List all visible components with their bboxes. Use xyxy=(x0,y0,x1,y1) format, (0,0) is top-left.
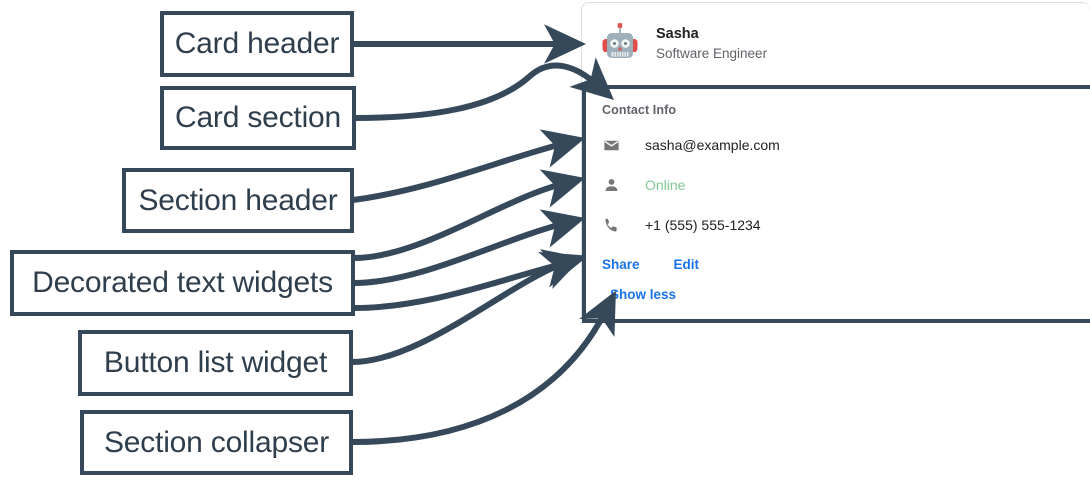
card-section: Contact Info sasha@example.com xyxy=(582,87,1090,322)
decorated-text-value: +1 (555) 555-1234 xyxy=(645,217,761,233)
card-header-text: Sasha Software Engineer xyxy=(656,25,768,62)
section-collapser: Show less xyxy=(582,286,1090,308)
annotation-decorated-text-widgets: Decorated text widgets xyxy=(10,250,355,316)
share-button[interactable]: Share xyxy=(602,256,640,272)
edit-button[interactable]: Edit xyxy=(673,256,700,272)
arrow-button-list xyxy=(351,252,585,365)
annotation-section-header: Section header xyxy=(122,168,354,233)
arrow-section-collapser xyxy=(351,290,616,445)
decorated-text-widget-phone: +1 (555) 555-1234 xyxy=(582,213,1090,237)
person-icon xyxy=(602,176,624,195)
show-less-button[interactable]: Show less xyxy=(610,287,677,302)
arrow-decorated-text-1 xyxy=(353,169,586,261)
card-header-title: Sasha xyxy=(656,25,699,42)
annotation-card-header: Card header xyxy=(160,11,354,77)
section-header: Contact Info xyxy=(602,103,677,117)
annotation-label: Section header xyxy=(138,183,338,217)
annotation-label: Card header xyxy=(174,27,340,60)
arrow-decorated-text-3 xyxy=(353,249,586,311)
decorated-text-value: sasha@example.com xyxy=(645,137,780,153)
email-icon xyxy=(602,136,624,155)
card-header: Sasha Software Engineer xyxy=(582,3,1090,87)
decorated-text-value: Online xyxy=(645,177,686,193)
annotation-label: Section collapser xyxy=(103,425,330,459)
decorated-text-widget-email: sasha@example.com xyxy=(582,133,1090,157)
annotation-label: Button list widget xyxy=(103,346,328,379)
annotation-label: Decorated text widgets xyxy=(32,266,333,299)
decorated-text-widget-status: Online xyxy=(582,173,1090,197)
annotation-button-list-widget: Button list widget xyxy=(78,330,353,396)
phone-icon xyxy=(602,216,624,235)
arrow-decorated-text-2 xyxy=(353,209,586,286)
robot-avatar-icon xyxy=(598,22,642,66)
button-list-widget: Share Edit xyxy=(582,253,1090,275)
annotation-card-section: Card section xyxy=(160,86,356,150)
arrow-card-section xyxy=(354,57,614,121)
arrow-section-header xyxy=(352,129,586,203)
card-header-subtitle: Software Engineer xyxy=(656,45,768,61)
annotation-label: Card section xyxy=(174,101,341,134)
annotation-section-collapser: Section collapser xyxy=(80,410,353,475)
profile-card: Sasha Software Engineer Contact Info sas… xyxy=(581,2,1090,323)
